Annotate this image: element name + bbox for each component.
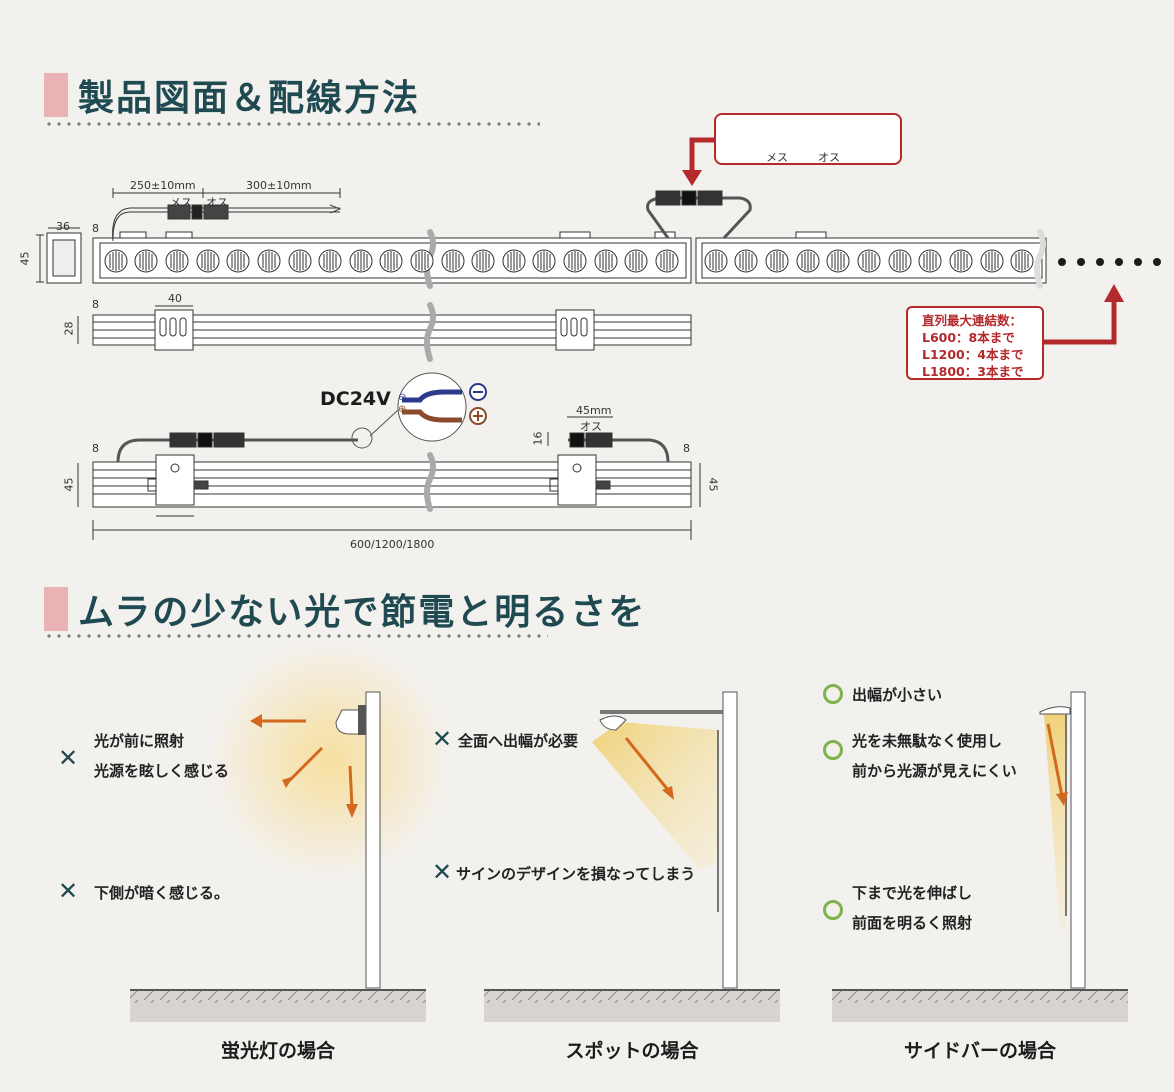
- continuation-dots: [1058, 258, 1161, 266]
- section-title: 製品図面＆配線方法: [78, 78, 421, 119]
- dim-36-label: 36: [56, 220, 70, 233]
- section-header-drawing: 製品図面＆配線方法: [44, 72, 421, 119]
- dotted-divider: [44, 634, 548, 638]
- male-label: オス: [206, 196, 228, 209]
- note-line: L1800：3本まで: [922, 364, 1024, 379]
- length-label: 600/1200/1800: [350, 538, 435, 551]
- dim-250-label: 250±10mm: [130, 179, 196, 192]
- note-line: 直列最大連結数：: [922, 313, 1023, 328]
- point-text: 出幅が小さい: [852, 686, 943, 704]
- callout-female-label: メス: [766, 151, 788, 164]
- point-text: 光が前に照射: [94, 732, 185, 750]
- lens-row: [104, 249, 1034, 273]
- check-circle-icon: [823, 900, 843, 920]
- point-text: 光源を眩しく感じる: [94, 762, 230, 780]
- dim-28-label: 28: [62, 321, 76, 336]
- dim-45-label: 45: [18, 251, 32, 266]
- plus-terminal-label: ⊕: [398, 404, 407, 415]
- note-line: L600：8本まで: [922, 330, 1015, 345]
- dim-45-label-rear-right: 45: [706, 477, 720, 492]
- side-view: [77, 302, 692, 362]
- female-label: メス: [170, 196, 192, 209]
- sidebar-illustration: [832, 691, 1128, 1022]
- point-text: 全面へ出幅が必要: [458, 732, 579, 750]
- dim-8-label-rear-right: 8: [683, 442, 690, 455]
- panel-caption-sidebar: サイドバーの場合: [903, 1040, 1056, 1062]
- connector-callout-box: メス オス: [714, 113, 902, 165]
- check-circle-icon: [823, 684, 843, 704]
- point-text: サインのデザインを損なってしまう: [456, 865, 696, 883]
- section-title: ムラの少ない光で節電と明るさを: [78, 592, 647, 633]
- panel-caption-spot: スポットの場合: [565, 1040, 699, 1062]
- dc-voltage-label: DC24V: [320, 388, 391, 410]
- panel-caption-fluorescent: 蛍光灯の場合: [220, 1040, 335, 1062]
- connector-callout-arrow: [682, 137, 714, 186]
- dim-8-label-side: 8: [92, 298, 99, 311]
- male-label-rear: オス: [580, 420, 602, 433]
- point-text: 下側が暗く感じる。: [94, 884, 230, 902]
- max-connection-note: 直列最大連結数： L600：8本まで L1200：4本まで L1800：3本まで: [906, 306, 1044, 380]
- section-header-lighting: ムラの少ない光で節電と明るさを: [44, 586, 647, 633]
- dim-300-label: 300±10mm: [246, 179, 312, 192]
- fluorescent-illustration: [130, 640, 450, 1022]
- dim-45-label-rear: 45: [62, 477, 76, 492]
- point-text: 前面を明るく照射: [852, 914, 973, 932]
- point-text: 前から光源が見えにくい: [852, 762, 1017, 780]
- dim-16-label: 16: [531, 431, 545, 446]
- minus-terminal-label: ⊖: [398, 392, 407, 403]
- point-text: 光を未無駄なく使用し: [852, 732, 1003, 750]
- x-mark-icon: ✕: [432, 725, 453, 753]
- point-text: 下まで光を伸ばし: [852, 884, 973, 902]
- spot-illustration: [484, 691, 780, 1022]
- x-mark-icon: ✕: [58, 877, 79, 905]
- rear-view: [77, 372, 701, 540]
- x-mark-icon: ✕: [58, 744, 79, 772]
- note-arrow: [1044, 284, 1124, 345]
- section-marker: [44, 587, 68, 631]
- dim-8-label-rear: 8: [92, 442, 99, 455]
- dim-40-label: 40: [168, 292, 182, 305]
- check-circle-icon: [823, 740, 843, 760]
- dotted-divider: [44, 122, 540, 126]
- dim-8-label: 8: [92, 222, 99, 235]
- note-line: L1200：4本まで: [922, 347, 1024, 362]
- x-mark-icon: ✕: [432, 858, 453, 886]
- dim-45mm-label: 45mm: [576, 404, 612, 417]
- callout-male-label: オス: [818, 151, 840, 164]
- section-marker: [44, 73, 68, 117]
